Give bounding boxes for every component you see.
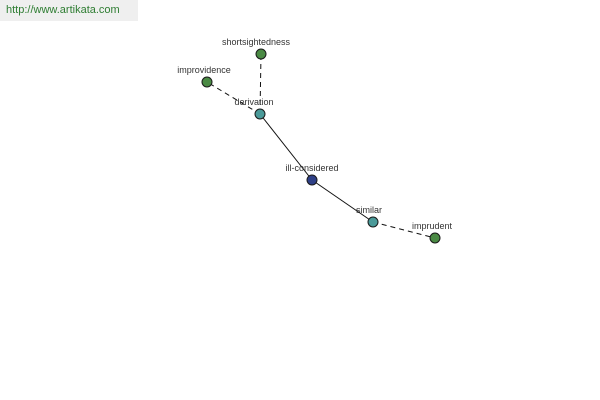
- node-label-derivation[interactable]: derivation: [234, 97, 273, 107]
- nodes-layer: [201, 48, 441, 244]
- edges-layer: [206, 53, 436, 239]
- site-url-text[interactable]: http://www.artikata.com: [6, 4, 120, 16]
- node-label-ill-considered[interactable]: ill-considered: [285, 163, 338, 173]
- node-label-imprudent[interactable]: imprudent: [412, 221, 453, 231]
- node-imprudent[interactable]: [429, 232, 441, 244]
- node-label-improvidence[interactable]: improvidence: [177, 65, 231, 75]
- edge-similar-imprudent: [372, 221, 436, 239]
- labels-layer: ill-considered derivation similar shortsigh…: [177, 37, 452, 231]
- edge-derivation-improvidence: [206, 81, 261, 115]
- edge-ill-considered-similar: [311, 179, 374, 223]
- node-ill-considered[interactable]: [306, 174, 318, 186]
- node-label-shortsightedness[interactable]: shortsightedness: [222, 37, 291, 47]
- edge-ill-considered-derivation: [259, 113, 313, 181]
- node-improvidence[interactable]: [201, 76, 213, 88]
- node-similar[interactable]: [367, 216, 379, 228]
- node-shortsightedness[interactable]: [255, 48, 267, 60]
- node-derivation[interactable]: [254, 108, 266, 120]
- node-label-similar[interactable]: similar: [356, 205, 382, 215]
- site-url-banner[interactable]: http://www.artikata.com: [0, 0, 138, 21]
- edge-derivation-shortsightedness: [259, 53, 262, 115]
